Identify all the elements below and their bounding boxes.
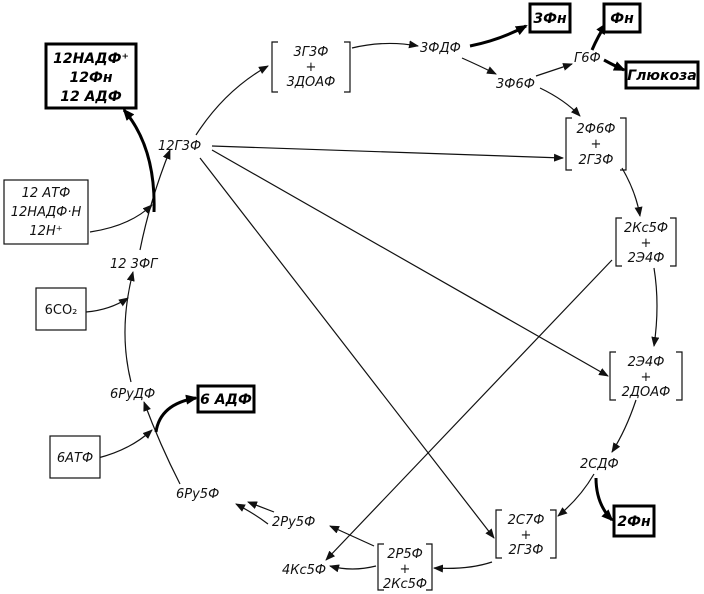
arrow-ru5f-to-ru5f6: [247, 501, 275, 513]
box-outputs-l2: 12Фн: [69, 70, 112, 86]
box-fn: Фн: [602, 2, 642, 34]
node-g3f-doaf-l1: 3Г3Ф: [294, 45, 329, 60]
node-g3f-doaf-l3: 3ДОАФ: [287, 75, 336, 90]
arc-ru5f2-to-ru5f6: [235, 503, 269, 525]
arc-g3fdoaf-to-fdf: [351, 40, 419, 49]
node-kc5f-e4f-l2: +: [641, 236, 652, 251]
node-g6f: Г6Ф: [574, 51, 601, 66]
node-r5f-kc5f: 2Р5Ф + 2Кс5Ф: [377, 543, 433, 592]
line-kc5fe4f-to-kc5f4: [325, 259, 613, 561]
node-g3f12: 12Г3Ф: [158, 139, 201, 154]
node-kc5f4: 4Кс5Ф: [282, 563, 326, 578]
box-inputs-l3: 12Н⁺: [29, 224, 62, 239]
box-2fn-text: 2Фн: [617, 514, 651, 530]
box-glucose: Глюкоза: [624, 60, 700, 90]
node-r5f-kc5f-l3: 2Кс5Ф: [383, 577, 427, 592]
box-inputs-l1: 12 АТФ: [22, 186, 71, 201]
node-c7f-g3f-l2: +: [521, 528, 532, 543]
box-glucose-text: Глюкоза: [627, 68, 697, 84]
node-c7f-g3f-l3: 2Г3Ф: [509, 543, 544, 558]
node-f6f-g3f-l2: +: [591, 137, 602, 152]
arc-kc5fe4f-to-e4fdoaf: [651, 267, 660, 347]
arc-fg-to-g3f: [139, 149, 171, 251]
box-3fn-text: 3Фн: [533, 11, 567, 27]
node-f6f-g3f: 2Ф6Ф + 2Г3Ф: [565, 117, 627, 171]
arc-rudf-to-fg: [124, 271, 135, 383]
node-r5f-kc5f-l1: 2Р5Ф: [387, 547, 423, 562]
node-fg: 12 3ФГ: [110, 257, 159, 272]
box-inputs: 12 АТФ 12НАДФ·Н 12Н⁺: [3, 179, 89, 245]
node-rudf: 6РуДФ: [110, 387, 155, 402]
box-co2: 6CO₂: [35, 287, 87, 331]
node-ru5f6: 6Ру5Ф: [176, 487, 219, 502]
bold-arrow-to-glucose: [603, 58, 626, 72]
box-fn-text: Фн: [610, 11, 634, 27]
arrow-f6f-to-g6f: [535, 63, 573, 77]
node-kc5f-e4f-l1: 2Кс5Ф: [624, 221, 668, 236]
box-outputs-l3: 12 АДФ: [60, 89, 122, 105]
box-outputs: 12НАДФ⁺ 12Фн 12 АДФ: [44, 42, 138, 110]
bold-arrow-to-2fn: [594, 477, 614, 522]
arc-c7fg3f-to-r5fkc5f: [433, 561, 493, 573]
node-e4f-doaf-l3: 2ДОАФ: [622, 385, 671, 400]
box-co2-text: 6CO₂: [45, 303, 78, 318]
box-6adf-text: 6 АДФ: [200, 392, 252, 408]
node-kc5f-e4f: 2Кс5Ф + 2Э4Ф: [615, 217, 677, 267]
box-6adf: 6 АДФ: [196, 384, 256, 414]
node-kc5f-e4f-l3: 2Э4Ф: [628, 251, 665, 266]
line-g3f-to-e4fdoaf: [211, 149, 609, 377]
arrow-co2: [85, 297, 129, 313]
arrow-r5f-to-ru5f: [329, 525, 375, 547]
box-6atf-text: 6АТФ: [57, 451, 93, 466]
box-3fn: 3Фн: [528, 2, 572, 34]
node-c7f-g3f: 2С7Ф + 2Г3Ф: [495, 509, 557, 559]
bold-arrow-to-outputs: [122, 108, 156, 213]
arc-e4fdoaf-to-sdf: [611, 399, 637, 453]
line-g3f-to-c7fg3f: [199, 157, 495, 539]
node-g3f-doaf: 3Г3Ф + 3ДОАФ: [271, 41, 351, 93]
node-r5f-kc5f-l2: +: [400, 562, 411, 577]
arc-sdf-to-c7fg3f: [557, 473, 595, 517]
node-f6f3: 3Ф6Ф: [496, 77, 535, 92]
box-2fn: 2Фн: [612, 504, 656, 538]
arc-fdf-to-f6f: [461, 57, 497, 75]
box-inputs-l2: 12НАДФ·Н: [11, 205, 82, 220]
node-f6f-g3f-l1: 2Ф6Ф: [577, 122, 616, 137]
node-sdf: 2СДФ: [580, 457, 619, 472]
node-c7f-g3f-l1: 2С7Ф: [508, 513, 545, 528]
arc-r5fkc5f-to-kc5f4: [329, 564, 377, 573]
node-ru5f2: 2Ру5Ф: [272, 515, 315, 530]
arc-f6fg3f-to-kc5fe4f: [621, 167, 643, 217]
arrow-atf6: [97, 429, 153, 459]
arc-f6f-to-f6fg3f: [539, 87, 581, 117]
box-outputs-l1: 12НАДФ⁺: [53, 51, 129, 67]
arc-g3f-to-g3fdoaf: [195, 65, 269, 136]
node-g3f-doaf-l2: +: [306, 60, 317, 75]
bold-arrow-to-6adf: [154, 394, 198, 433]
box-6atf: 6АТФ: [49, 435, 101, 479]
arrow-inputs: [89, 204, 153, 233]
node-e4f-doaf-l1: 2Э4Ф: [628, 355, 665, 370]
node-fdf: 3ФДФ: [420, 41, 461, 56]
line-g3f-to-f6fg3f: [211, 145, 564, 162]
arc-ru5f6-to-rudf: [143, 401, 181, 485]
bold-arrow-to-3fn: [469, 24, 528, 48]
node-e4f-doaf-l2: +: [641, 370, 652, 385]
node-e4f-doaf: 2Э4Ф + 2ДОАФ: [609, 351, 683, 401]
node-f6f-g3f-l3: 2Г3Ф: [579, 153, 614, 168]
